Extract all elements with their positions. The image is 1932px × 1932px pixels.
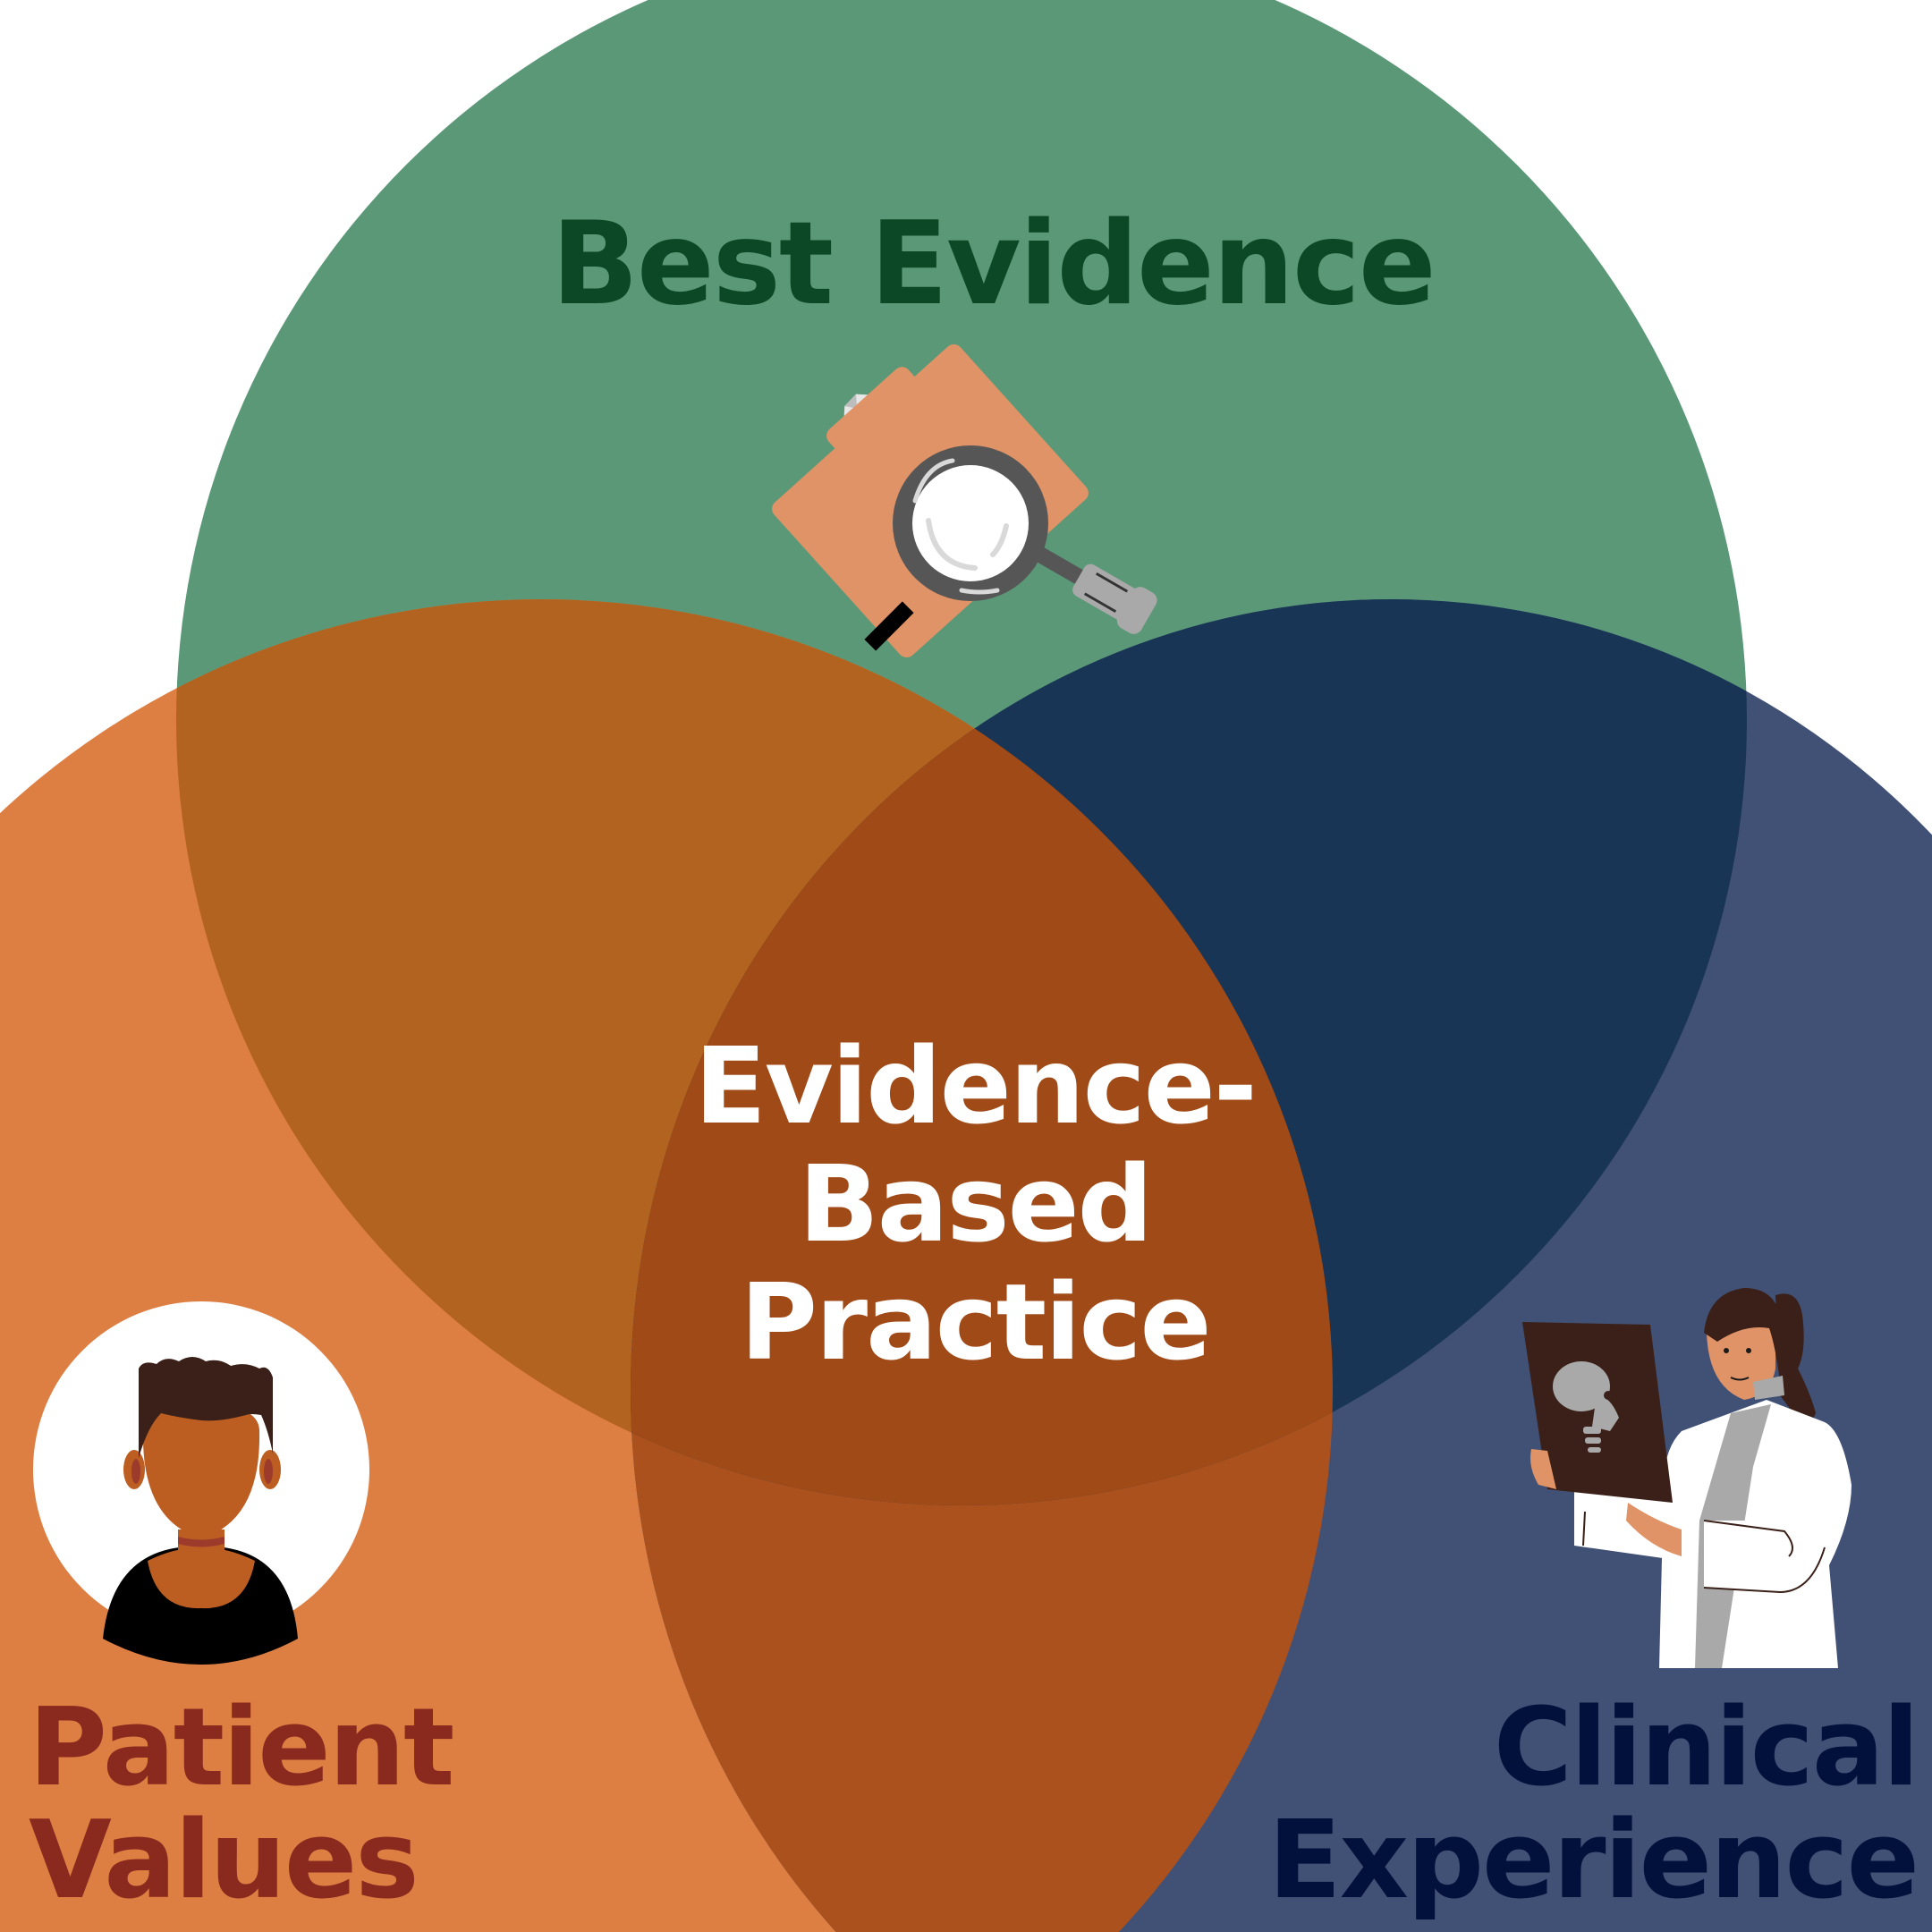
patient-label-line-2: Values	[29, 1799, 419, 1923]
clinical-experience-label: Clinical Experience	[1267, 1686, 1919, 1923]
all-three-overlap	[631, 599, 1333, 1505]
clinical-label-line-2: Experience	[1267, 1799, 1919, 1923]
skull-icon	[1553, 1361, 1619, 1453]
document-magnifier-icon	[772, 343, 1157, 658]
center-label-line-3: Practice	[740, 1260, 1211, 1384]
center-label-line-2: Based	[798, 1142, 1153, 1266]
evidence-based-practice-label: Evidence- Based Practice	[572, 1027, 1377, 1381]
doctor-xray-icon	[1522, 1288, 1852, 1668]
patient-label-line-1: Patient	[29, 1686, 454, 1810]
center-label-line-1: Evidence-	[694, 1024, 1257, 1148]
clinical-label-line-1: Clinical	[1493, 1686, 1919, 1810]
patient-avatar-icon	[33, 1301, 369, 1665]
patient-values-label: Patient Values	[29, 1686, 454, 1923]
best-evidence-label: Best Evidence	[551, 198, 1436, 331]
